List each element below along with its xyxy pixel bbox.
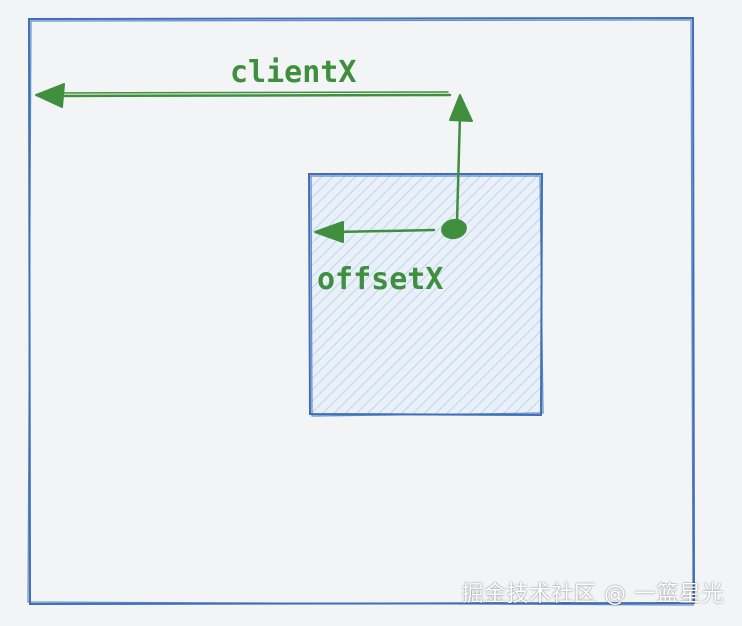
watermark: 掘金技术社区 @ 一篮星光 bbox=[461, 582, 724, 607]
target-element-box bbox=[307, 173, 544, 417]
offsetx-label: offsetX bbox=[317, 262, 443, 297]
mouse-point bbox=[441, 218, 467, 240]
vertical-arrow bbox=[449, 94, 473, 224]
offsetx-arrow bbox=[314, 221, 436, 243]
clientx-arrow bbox=[35, 83, 452, 108]
outer-window-box bbox=[27, 16, 696, 606]
clientx-label: clientX bbox=[230, 55, 356, 90]
